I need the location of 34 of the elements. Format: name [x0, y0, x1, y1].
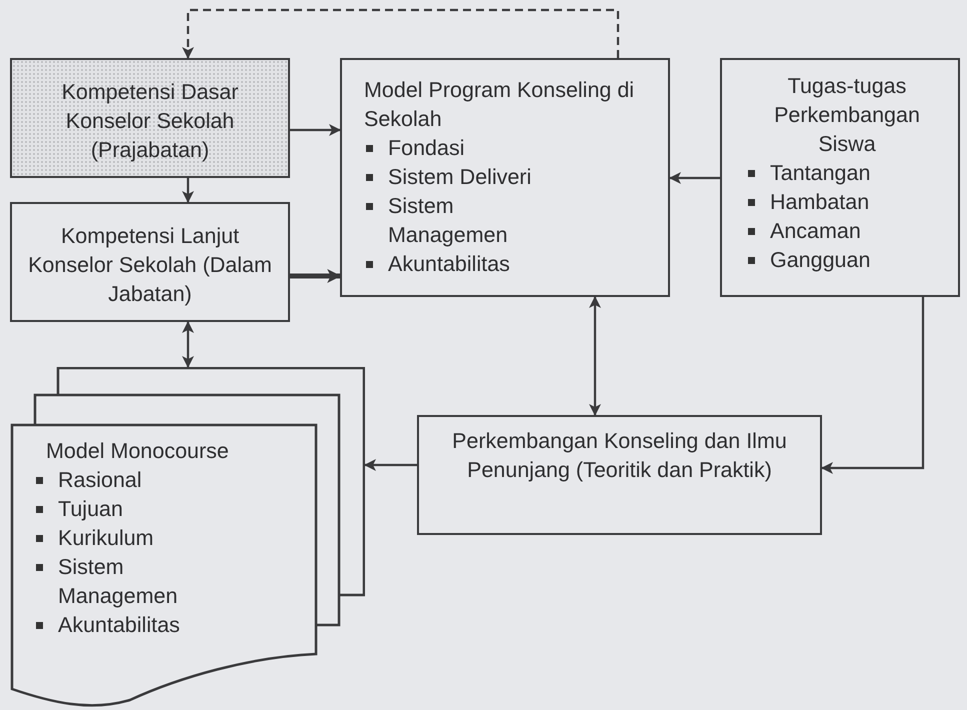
bullet-item: Sistem Managemen: [364, 192, 568, 250]
bullet-item: Kurikulum: [34, 524, 238, 553]
bullet-item: Tantangan: [746, 159, 948, 188]
box-title: Perkembangan Konseling dan Ilmu Penunjang (Teoritik dan Praktik): [451, 428, 788, 484]
bullet-item: Akuntabilitas: [34, 611, 238, 640]
arrow: [821, 297, 924, 474]
box-title: Kompetensi Lanjut Konselor Sekolah (Dalam Jabatan): [27, 223, 273, 308]
bullet-item: Tujuan: [34, 495, 238, 524]
arrow: [182, 8, 620, 59]
bullet-item: Sistem Managemen: [34, 553, 238, 611]
arrow: [290, 269, 342, 283]
bullet-item: Hambatan: [746, 188, 948, 217]
arrow: [182, 178, 194, 203]
arrow: [589, 296, 601, 416]
bullet-item: Fondasi: [364, 134, 568, 163]
process-box: [417, 415, 822, 535]
bullet-item: Sistem Deliveri: [364, 163, 568, 192]
bullet-item: Akuntabilitas: [364, 250, 568, 279]
process-box: [10, 202, 290, 322]
arrow: [364, 459, 417, 471]
box-title: Kompetensi Dasar Konselor Sekolah (Prajabatan): [60, 79, 240, 164]
arrow: [669, 172, 720, 184]
box-title: Tugas-tugas Perkembangan Siswa: [773, 73, 921, 158]
box-title: Model Program Konseling di Sekolah: [364, 77, 636, 133]
bullet-item: Gangguan: [746, 246, 948, 275]
arrow: [290, 124, 341, 136]
bullet-item: Ancaman: [746, 217, 948, 246]
process-box: [10, 58, 290, 178]
box-title: Model Monocourse: [46, 438, 230, 465]
process-box: [340, 58, 670, 297]
arrow: [182, 321, 194, 368]
document-stack: [10, 367, 365, 707]
process-box: [720, 58, 960, 297]
bullet-item: Rasional: [34, 466, 238, 495]
